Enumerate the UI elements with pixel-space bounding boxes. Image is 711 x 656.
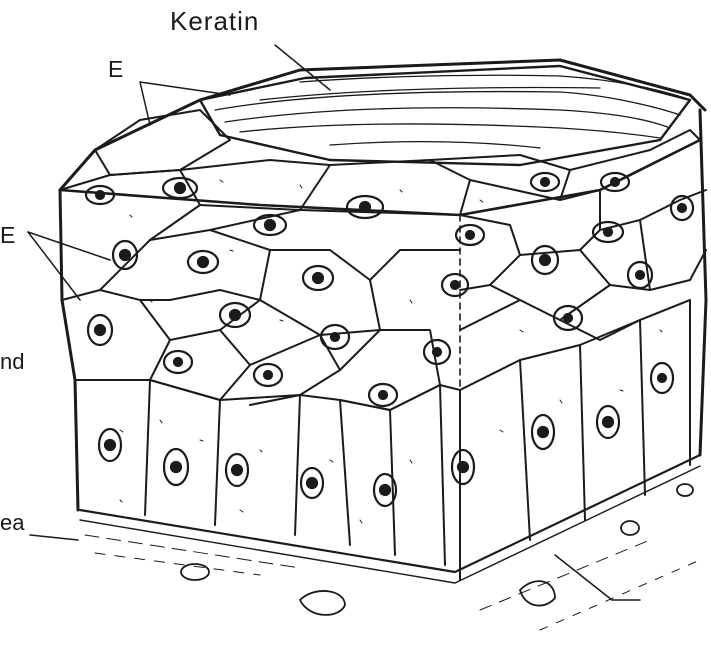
left-label-fragment-nd: nd: [0, 351, 24, 373]
e-label-top: E: [108, 58, 123, 81]
block-outline: [60, 60, 706, 580]
e-label-left: E: [0, 224, 15, 247]
squamous-top-row: [60, 110, 700, 215]
basement-layer: [80, 455, 700, 630]
keratin-layer: [200, 66, 690, 165]
basal-columnar-row: [75, 300, 690, 580]
keratin-label: Keratin: [170, 8, 259, 34]
left-label-fragment-ea: ea: [0, 512, 24, 534]
